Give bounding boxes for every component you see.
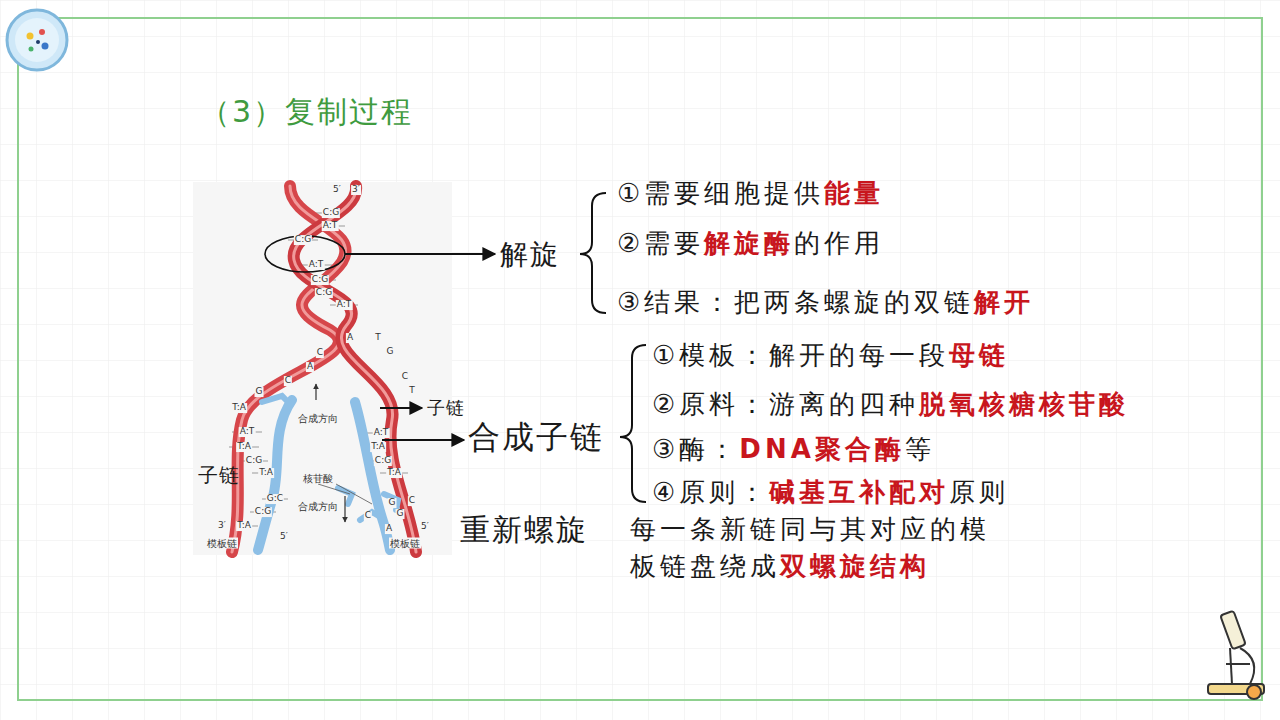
brace bbox=[620, 345, 646, 502]
base-label: 5′ bbox=[332, 185, 342, 195]
body-text: 子链 bbox=[198, 463, 240, 487]
pointer-arrow bbox=[382, 439, 464, 441]
body-text: ②需要 bbox=[617, 228, 704, 258]
pointer-arrow bbox=[380, 407, 422, 409]
body-text: ①需要细胞提供 bbox=[617, 178, 824, 208]
figure-label: 核苷酸 bbox=[302, 473, 334, 484]
key-term: 碱基互补配对 bbox=[769, 477, 949, 507]
base-label: C bbox=[408, 496, 416, 506]
direction-arrow bbox=[344, 496, 345, 522]
base-label: C:G bbox=[254, 507, 272, 517]
figure-label: 合成方向 bbox=[297, 413, 339, 424]
base-label: 3′ bbox=[217, 521, 227, 531]
base-label: A:T bbox=[336, 300, 353, 310]
step-item: ④原则：碱基互补配对原则 bbox=[652, 476, 1009, 509]
base-label: G bbox=[388, 498, 397, 508]
base-label: A bbox=[346, 333, 354, 343]
key-term: DNA聚合酶 bbox=[739, 434, 904, 464]
base-label: G bbox=[386, 347, 395, 357]
base-pair-rungs bbox=[229, 213, 408, 526]
direction-arrow bbox=[315, 384, 316, 400]
key-term: 能量 bbox=[824, 178, 884, 208]
step-heading: 重新螺旋 bbox=[460, 511, 588, 549]
base-label: T:A bbox=[386, 468, 402, 478]
pointer-arrow bbox=[345, 253, 495, 255]
base-label: T:A bbox=[236, 521, 252, 531]
figure-label: 模板链 bbox=[389, 538, 421, 549]
base-label: C:G bbox=[245, 456, 263, 466]
base-label: T:A bbox=[231, 403, 247, 413]
corner-icon bbox=[7, 10, 67, 70]
base-label: 3′ bbox=[351, 185, 361, 195]
strand-label: 子链 bbox=[427, 397, 465, 420]
body-text: 原则 bbox=[949, 477, 1009, 507]
base-label: C:G bbox=[294, 235, 312, 245]
microscope-icon bbox=[1208, 611, 1264, 699]
body-text: ③酶： bbox=[652, 434, 739, 464]
base-label: C:G bbox=[315, 288, 333, 298]
body-text: 的作用 bbox=[794, 228, 884, 258]
figure-label: 合成方向 bbox=[297, 501, 339, 512]
base-label: 5′ bbox=[420, 522, 430, 532]
figure-label: 模板链 bbox=[206, 538, 238, 549]
body-text: ④原则： bbox=[652, 477, 769, 507]
base-label: A bbox=[306, 362, 314, 372]
base-label: C:G bbox=[322, 208, 340, 218]
step-heading: 合成子链 bbox=[468, 417, 604, 457]
base-label: T bbox=[408, 386, 416, 396]
base-label: C bbox=[284, 376, 292, 386]
dna-replication-illustration bbox=[193, 182, 452, 555]
body-text: ②原料：游离的四种 bbox=[652, 389, 919, 419]
brace bbox=[580, 193, 606, 313]
key-term: 母链 bbox=[949, 340, 1009, 370]
base-label: A:T bbox=[308, 260, 325, 270]
base-label: A:T bbox=[322, 221, 339, 231]
strand-label: 子链 bbox=[198, 463, 240, 488]
base-label: A:T bbox=[373, 428, 390, 438]
base-label: A bbox=[385, 524, 393, 534]
step-description: 每一条新链同与其对应的模板链盘绕成双螺旋结构 bbox=[630, 511, 1010, 585]
step-item: ②需要解旋酶的作用 bbox=[617, 227, 884, 260]
base-label: C:G bbox=[311, 275, 329, 285]
unwinding-ellipse bbox=[265, 236, 345, 272]
step-item: ①需要细胞提供能量 bbox=[617, 177, 884, 210]
base-label: A:T bbox=[239, 427, 256, 437]
key-term: 解旋酶 bbox=[704, 228, 794, 258]
base-label: T:A bbox=[258, 468, 274, 478]
base-label: C bbox=[401, 372, 409, 382]
body-text: 合成子链 bbox=[468, 418, 604, 456]
page-frame bbox=[18, 18, 1262, 700]
body-text: 解旋 bbox=[500, 238, 560, 271]
step-heading: 解旋 bbox=[500, 237, 560, 272]
body-text: 重新螺旋 bbox=[460, 512, 588, 547]
key-term: 解开 bbox=[974, 287, 1034, 317]
step-item: ③酶：DNA聚合酶等 bbox=[652, 433, 935, 466]
template-strands bbox=[232, 186, 416, 552]
base-label: G:C bbox=[266, 494, 284, 504]
base-label: G bbox=[255, 387, 264, 397]
body-text: ①模板：解开的每一段 bbox=[652, 340, 949, 370]
daughter-strands bbox=[258, 396, 398, 550]
base-label: T:A bbox=[370, 442, 386, 452]
base-label: C bbox=[364, 511, 372, 521]
step-item: ②原料：游离的四种脱氧核糖核苷酸 bbox=[652, 388, 1129, 421]
base-label: C bbox=[316, 348, 324, 358]
key-term: 双螺旋结构 bbox=[780, 551, 930, 581]
base-label: T:A bbox=[236, 442, 252, 452]
body-text: 等 bbox=[905, 434, 935, 464]
body-text: 子链 bbox=[427, 397, 465, 418]
base-label: G bbox=[396, 509, 405, 519]
key-term: 脱氧核糖核苷酸 bbox=[919, 389, 1129, 419]
base-label: T bbox=[374, 333, 382, 343]
base-label: C:G bbox=[374, 456, 392, 466]
body-text: ③结果：把两条螺旋的双链 bbox=[617, 287, 974, 317]
base-label: 5′ bbox=[279, 532, 289, 542]
step-item: ③结果：把两条螺旋的双链解开 bbox=[617, 286, 1034, 319]
step-item: ①模板：解开的每一段母链 bbox=[652, 339, 1009, 372]
slide-title: （3）复制过程 bbox=[200, 93, 413, 131]
